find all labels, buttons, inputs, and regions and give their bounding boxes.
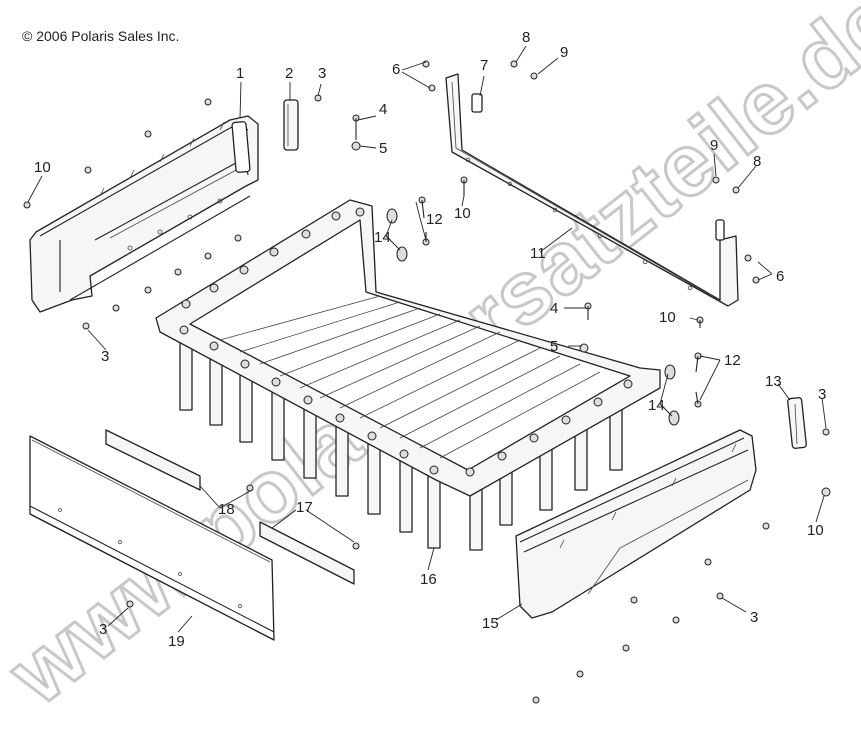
callout-3-d: 3 bbox=[99, 621, 107, 638]
callout-14-a: 14 bbox=[374, 229, 391, 246]
left-side-panel bbox=[29, 115, 259, 313]
seal-strips bbox=[105, 429, 355, 585]
callout-2: 2 bbox=[285, 65, 293, 82]
callout-10-d: 10 bbox=[807, 522, 824, 539]
callout-11: 11 bbox=[530, 245, 546, 262]
callout-12-b: 12 bbox=[724, 352, 741, 369]
callout-3-e: 3 bbox=[750, 609, 758, 626]
callout-12-a: 12 bbox=[426, 211, 443, 228]
callout-8-a: 8 bbox=[522, 29, 530, 46]
callout-6-b: 6 bbox=[776, 268, 784, 285]
callout-7: 7 bbox=[480, 57, 488, 74]
right-side-panel bbox=[515, 429, 757, 619]
copyright-text: © 2006 Polaris Sales Inc. bbox=[22, 28, 179, 44]
callout-10-a: 10 bbox=[34, 159, 51, 176]
callout-4-b: 4 bbox=[550, 300, 558, 317]
callout-10-c: 10 bbox=[659, 309, 676, 326]
callout-labels: 1 2 3 4 5 6 7 8 9 10 3 12 14 10 9 8 11 6… bbox=[34, 29, 826, 650]
callout-18: 18 bbox=[218, 501, 235, 518]
tailgate-panel bbox=[29, 435, 275, 641]
rear-bracket bbox=[445, 73, 739, 307]
callout-14-b: 14 bbox=[648, 397, 665, 414]
end-cap-right bbox=[787, 397, 807, 449]
callout-3-c: 3 bbox=[818, 386, 826, 403]
callout-16: 16 bbox=[420, 571, 437, 588]
callout-9-b: 9 bbox=[710, 137, 718, 154]
callout-15: 15 bbox=[482, 615, 499, 632]
callout-8-b: 8 bbox=[753, 153, 761, 170]
callout-9-a: 9 bbox=[560, 44, 568, 61]
callout-19: 19 bbox=[168, 633, 185, 650]
callout-3-b: 3 bbox=[101, 348, 109, 365]
callout-13: 13 bbox=[765, 373, 782, 390]
cargo-box bbox=[155, 199, 661, 551]
callout-5-b: 5 bbox=[550, 338, 558, 355]
callout-17: 17 bbox=[296, 499, 313, 516]
end-cap-left bbox=[283, 99, 299, 151]
leader-lines bbox=[27, 45, 827, 633]
callout-3-a: 3 bbox=[318, 65, 326, 82]
callout-10-b: 10 bbox=[454, 205, 471, 222]
callout-5-a: 5 bbox=[379, 140, 387, 157]
callout-4-a: 4 bbox=[379, 101, 387, 118]
callout-1: 1 bbox=[236, 65, 244, 82]
callout-6-a: 6 bbox=[392, 61, 400, 78]
